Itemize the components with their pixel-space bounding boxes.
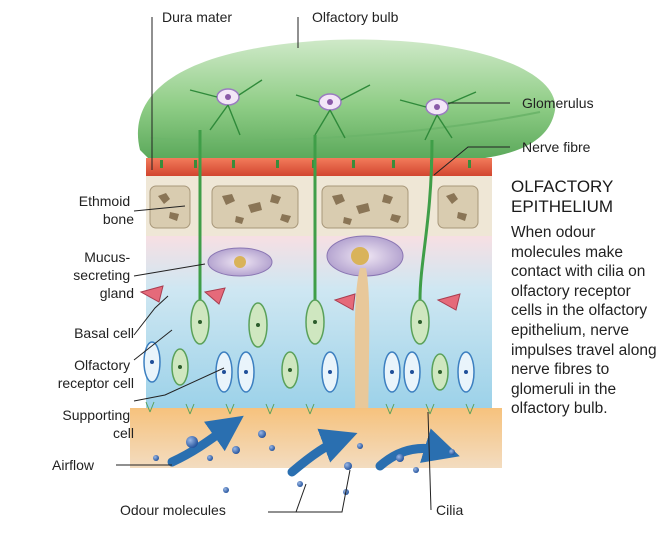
label-basal-cell: Basal cell	[74, 325, 134, 341]
sidebar-title-line2: EPITHELIUM	[511, 197, 656, 217]
glomerulus-cell-left	[217, 89, 239, 105]
glomerulus-cell-middle	[319, 94, 341, 110]
label-supporting-cell: Supporting cell	[62, 407, 134, 441]
dura-mater-layer	[146, 158, 492, 176]
label-dura-mater: Dura mater	[162, 9, 232, 25]
label-olfactory-bulb: Olfactory bulb	[312, 9, 399, 25]
label-odour-molecules: Odour molecules	[120, 502, 226, 518]
label-nerve-fibre: Nerve fibre	[522, 139, 591, 155]
sidebar-title: OLFACTORY EPITHELIUM	[511, 177, 656, 217]
label-glomerulus: Glomerulus	[522, 95, 594, 111]
sidebar-body: When odour molecules make contact with c…	[511, 223, 659, 419]
label-cilia: Cilia	[436, 502, 463, 518]
glomerulus-cell-right	[426, 99, 448, 115]
label-mucus-gland: Mucus- secreting gland	[73, 249, 134, 301]
mucus-gland-left	[208, 248, 272, 276]
label-olfactory-receptor-cell: Olfactory receptor cell	[58, 357, 134, 391]
ethmoid-bone-layer	[146, 176, 492, 236]
label-airflow: Airflow	[52, 457, 95, 473]
label-ethmoid-bone: Ethmoid bone	[79, 193, 134, 227]
sidebar-title-line1: OLFACTORY	[511, 177, 656, 197]
